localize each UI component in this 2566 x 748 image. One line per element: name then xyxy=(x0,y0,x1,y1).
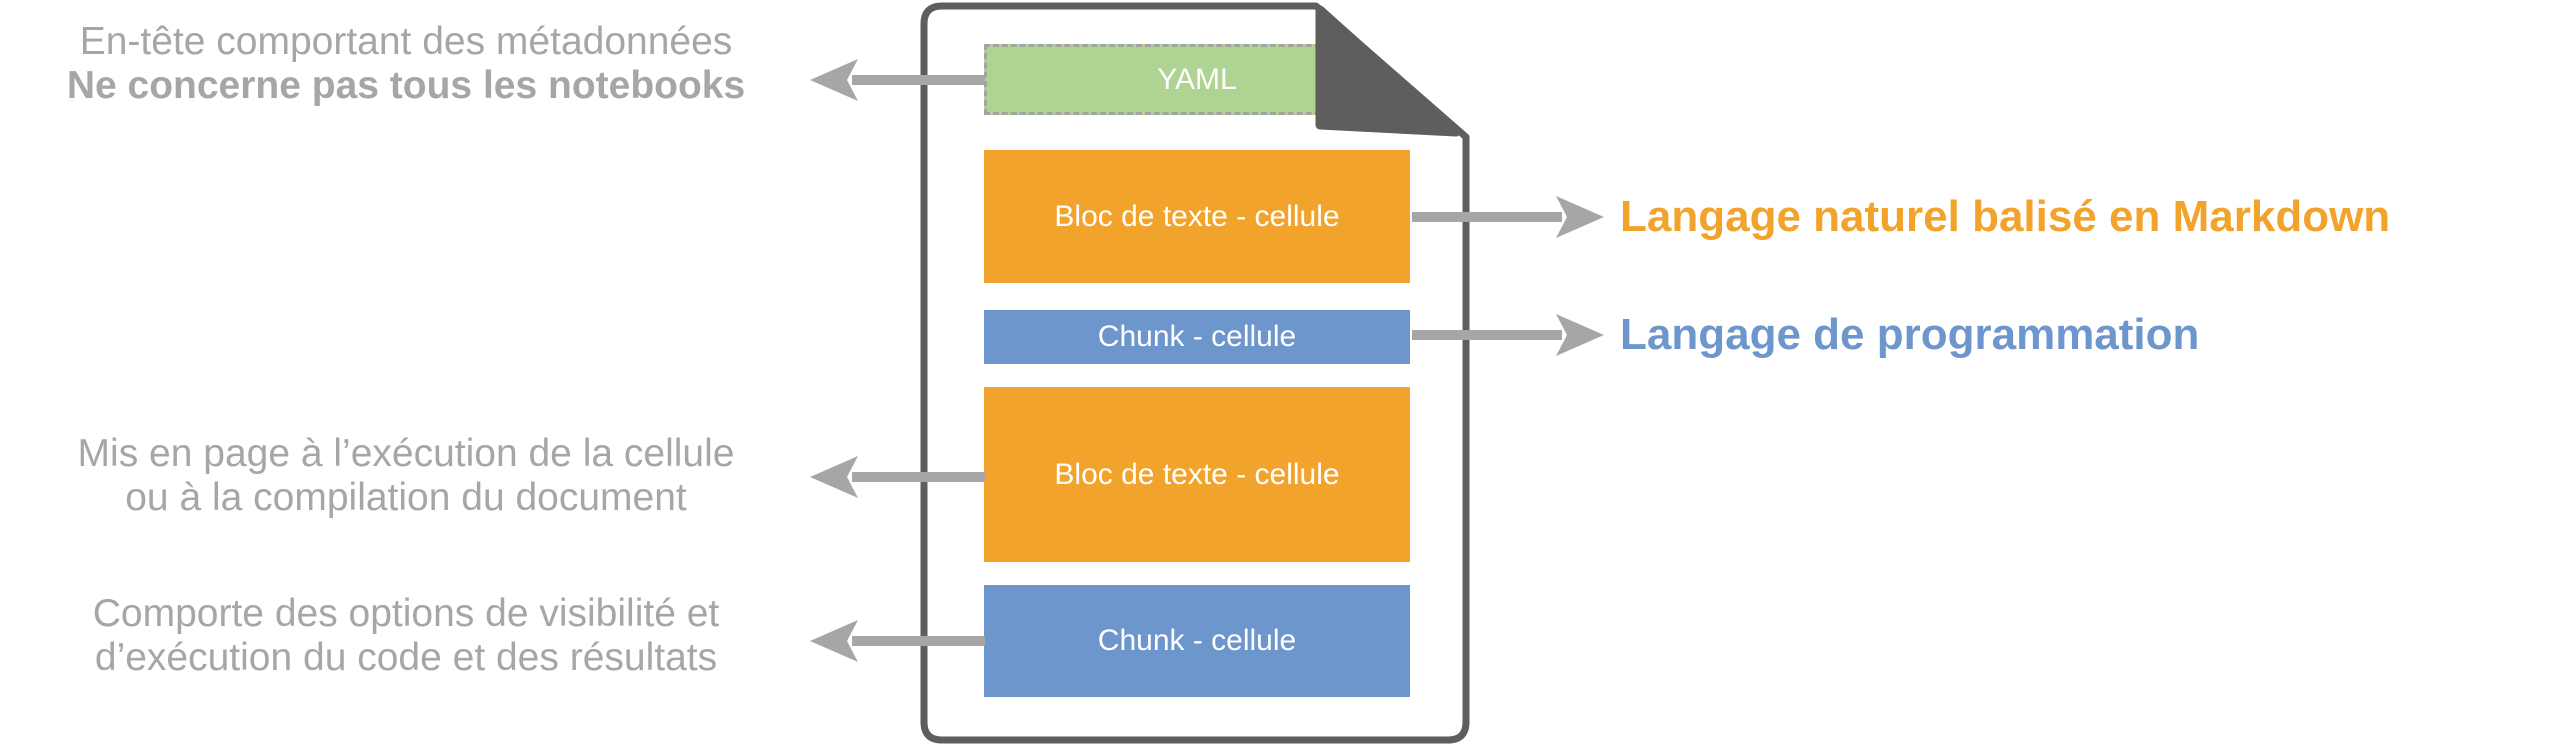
note-yaml-line-1: En-tête comportant des métadonnées xyxy=(79,20,733,63)
chunk-cell-1: Chunk - cellule xyxy=(984,310,1410,364)
note-yaml-header: En-tête comportant des métadonnées Ne co… xyxy=(0,20,812,108)
text-cell-1-label: Bloc de texte - cellule xyxy=(1054,199,1340,233)
text-cell-2: Bloc de texte - cellule xyxy=(984,387,1410,562)
yaml-header-label: YAML xyxy=(1157,62,1237,96)
note-rendering-line-2: ou à la compilation du document xyxy=(125,476,687,519)
programming-language-label: Langage de programmation xyxy=(1620,310,2200,359)
note-options-line-1: Comporte des options de visibilité et xyxy=(92,592,720,635)
chunk-cell-1-label: Chunk - cellule xyxy=(1097,320,1297,353)
yaml-header-box: YAML xyxy=(984,44,1410,115)
chunk-cell-2: Chunk - cellule xyxy=(984,585,1410,697)
note-text-cell-rendering: Mis en page à l’exécution de la cellule … xyxy=(0,432,812,520)
note-chunk-options: Comporte des options de visibilité et d’… xyxy=(0,592,812,680)
note-rendering-line-1: Mis en page à l’exécution de la cellule xyxy=(77,432,735,475)
note-options-line-2: d’exécution du code et des résultats xyxy=(94,636,718,679)
text-cell-1: Bloc de texte - cellule xyxy=(984,150,1410,283)
chunk-cell-2-label: Chunk - cellule xyxy=(1097,624,1297,657)
markdown-language-label: Langage naturel balisé en Markdown xyxy=(1620,192,2391,241)
note-yaml-line-2: Ne concerne pas tous les notebooks xyxy=(66,64,746,107)
text-cell-2-label: Bloc de texte - cellule xyxy=(1054,457,1340,491)
